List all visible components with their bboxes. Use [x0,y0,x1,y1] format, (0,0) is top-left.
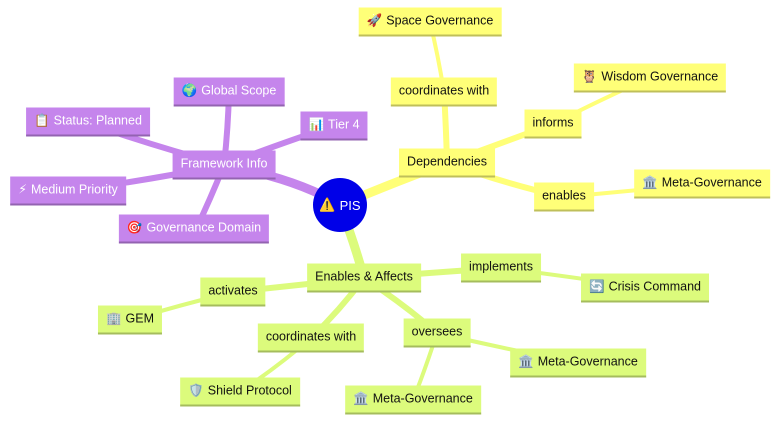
node-label: Governance Domain [146,220,262,235]
node-global-scope[interactable]: 🌍 Global Scope [173,77,285,107]
cycle-arrows-icon: 🔄 [589,279,605,294]
node-coordinates-with[interactable]: coordinates with [390,77,498,107]
node-implements[interactable]: implements [461,253,541,283]
node-enables-affects[interactable]: Enables & Affects [307,263,421,293]
root-node-pis[interactable]: ⚠️ PIS [313,178,367,232]
node-label: Tier 4 [328,117,360,132]
classical-building-icon: 🏛️ [642,175,658,190]
node-governance-domain[interactable]: 🎯 Governance Domain [118,214,270,244]
target-icon: 🎯 [126,220,143,235]
office-building-icon: 🏢 [105,311,122,326]
node-label: Medium Priority [30,182,118,197]
node-label: Framework Info [180,156,268,171]
node-dependencies[interactable]: Dependencies [399,148,495,178]
root-label: PIS [339,197,361,213]
node-label: enables [542,188,586,203]
node-label: Wisdom Governance [601,69,719,84]
node-meta-governance-dep[interactable]: 🏛️ Meta-Governance [634,169,770,199]
node-space-governance[interactable]: 🚀 Space Governance [358,7,502,37]
node-crisis-command[interactable]: 🔄 Crisis Command [581,273,709,303]
node-label: Space Governance [386,13,494,28]
node-oversees[interactable]: oversees [403,318,471,348]
classical-building-icon: 🏛️ [518,354,534,369]
node-label: informs [532,115,574,130]
node-tier-4[interactable]: 📊 Tier 4 [300,111,368,141]
node-label: Meta-Governance [372,391,473,406]
node-label: oversees [411,324,463,339]
clipboard-icon: 📋 [34,113,50,128]
node-shield-protocol[interactable]: 🛡️ Shield Protocol [180,377,300,407]
lightning-icon: ⚡ [18,182,27,197]
warning-icon: ⚠️ [319,197,336,212]
classical-building-icon: 🏛️ [353,391,369,406]
node-label: Meta-Governance [537,354,638,369]
shield-icon: 🛡️ [188,383,204,398]
node-gem[interactable]: 🏢 GEM [97,305,163,335]
node-label: Meta-Governance [661,175,762,190]
node-label: GEM [125,311,155,326]
owl-icon: 🦉 [581,69,598,84]
globe-icon: 🌍 [181,83,198,98]
node-label: Status: Planned [53,113,142,128]
node-informs[interactable]: informs [524,109,582,139]
node-activates[interactable]: activates [200,277,266,307]
node-meta-governance-bottom[interactable]: 🏛️ Meta-Governance [345,385,481,415]
node-label: Enables & Affects [315,269,413,284]
node-label: coordinates with [265,329,357,344]
node-framework-info[interactable]: Framework Info [172,150,276,180]
node-coordinates-with-green[interactable]: coordinates with [257,323,365,353]
node-label: Crisis Command [608,279,701,294]
node-label: coordinates with [398,83,490,98]
node-wisdom-governance[interactable]: 🦉 Wisdom Governance [573,63,727,93]
node-label: activates [208,283,258,298]
node-status-planned[interactable]: 📋 Status: Planned [26,107,150,137]
rocket-icon: 🚀 [366,13,383,28]
node-label: Shield Protocol [207,383,292,398]
bar-chart-icon: 📊 [308,117,325,132]
node-enables[interactable]: enables [534,182,594,212]
node-label: implements [469,259,533,274]
node-meta-governance-right[interactable]: 🏛️ Meta-Governance [510,348,646,378]
node-label: Dependencies [407,154,487,169]
node-medium-priority[interactable]: ⚡ Medium Priority [10,176,126,206]
node-label: Global Scope [201,83,277,98]
